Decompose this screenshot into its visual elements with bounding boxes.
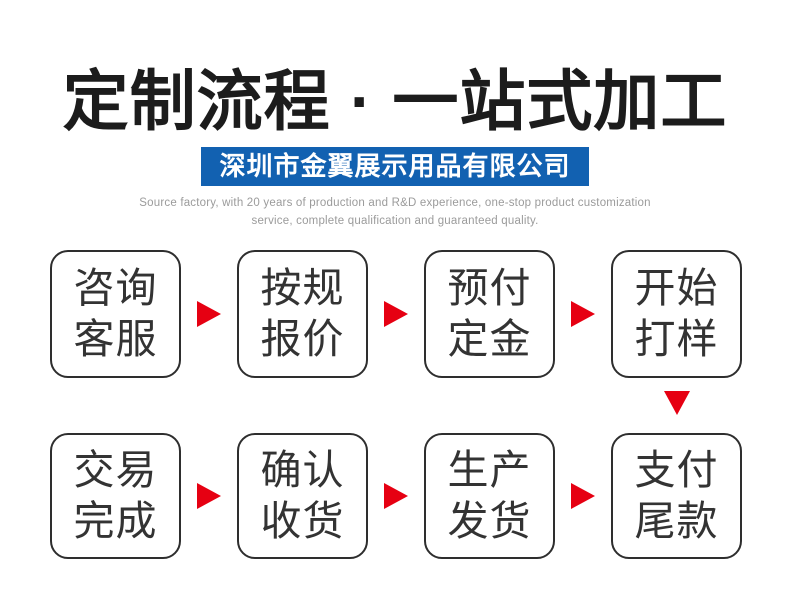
arrow-right-icon <box>384 301 408 327</box>
step-label: 按规 <box>260 265 345 312</box>
step-label: 报价 <box>260 316 345 362</box>
step-box-consult-service: 咨询 客服 <box>50 250 181 378</box>
arrow-down-icon <box>664 391 690 415</box>
arrow-right-icon <box>571 301 595 327</box>
subtitle-line1: Source factory, with 20 years of product… <box>139 197 651 209</box>
step-label: 尾款 <box>634 498 719 544</box>
step-label: 定金 <box>447 316 532 362</box>
step-box-confirm-receipt: 确认 收货 <box>237 433 368 559</box>
step-label: 交易 <box>73 447 158 494</box>
step-label: 开始 <box>634 265 719 312</box>
arrow-right-icon <box>571 483 595 509</box>
step-box-pay-balance: 支付 尾款 <box>611 433 742 559</box>
step-label: 生产 <box>447 447 532 494</box>
step-label: 收货 <box>260 498 345 544</box>
arrow-right-icon <box>197 301 221 327</box>
step-label: 发货 <box>447 498 532 544</box>
company-banner: 深圳市金翼展示用品有限公司 <box>201 147 589 186</box>
arrow-right-icon <box>197 483 221 509</box>
subtitle-line2: service, complete qualification and guar… <box>251 215 539 227</box>
step-label: 打样 <box>634 316 719 362</box>
page-title: 定制流程 · 一站式加工 <box>62 64 728 138</box>
step-box-produce-ship: 生产 发货 <box>424 433 555 559</box>
step-box-quote-by-spec: 按规 报价 <box>237 250 368 378</box>
step-label: 预付 <box>447 265 532 312</box>
step-label: 支付 <box>634 447 719 494</box>
step-label: 咨询 <box>73 265 158 312</box>
arrow-right-icon <box>384 483 408 509</box>
step-box-start-sampling: 开始 打样 <box>611 250 742 378</box>
flow-row-bottom: 交易 完成 确认 收货 生产 发货 支付 尾款 <box>50 433 742 559</box>
flow-row-top: 咨询 客服 按规 报价 预付 定金 开始 打样 <box>50 250 742 378</box>
step-box-deal-complete: 交易 完成 <box>50 433 181 559</box>
step-label: 确认 <box>260 447 345 494</box>
step-label: 客服 <box>73 316 158 362</box>
step-box-prepay-deposit: 预付 定金 <box>424 250 555 378</box>
step-label: 完成 <box>73 498 158 544</box>
